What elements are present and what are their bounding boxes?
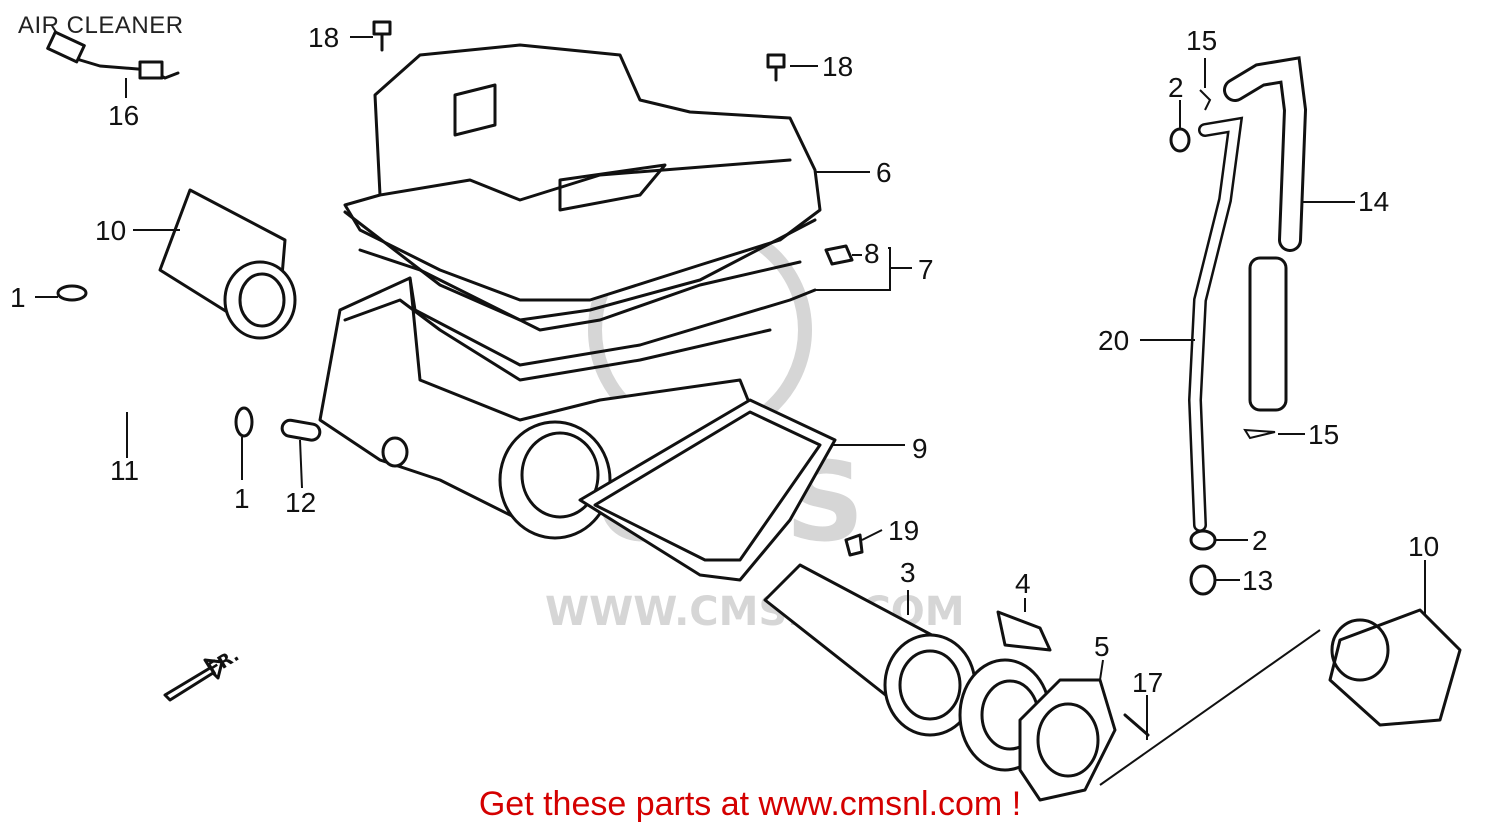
callout-10-left: 10 [95,215,126,246]
part-1-clip-bottom[interactable] [234,406,254,438]
part-2-clamp-bottom[interactable] [1189,529,1217,551]
callout-12: 12 [285,487,316,518]
diagram-title: AIR CLEANER [18,12,184,39]
part-16-sensor[interactable] [46,30,180,80]
callout-19: 19 [888,515,919,546]
callout-2-top: 2 [1168,72,1184,103]
part-10-duct-right[interactable] [1328,608,1462,727]
part-18-bolt-left[interactable] [372,20,392,52]
callout-7: 7 [918,254,934,285]
callout-6: 6 [876,157,892,188]
callout-3: 3 [900,557,916,588]
callout-15-bottom: 15 [1308,419,1339,450]
part-13-plug[interactable] [1189,564,1217,596]
callout-2-bottom: 2 [1252,525,1268,556]
callout-1-top: 1 [10,282,26,313]
callout-9: 9 [912,433,928,464]
part-15-clip-bottom[interactable] [1243,428,1276,440]
callout-15-top: 15 [1186,25,1217,56]
part-7-gasket[interactable] [358,248,802,332]
part-5-cover-plate[interactable] [1018,678,1117,802]
callout-18-left: 18 [308,22,339,53]
footer-link-text[interactable]: Get these parts at www.cmsnl.com ! [478,785,1022,823]
part-20-hose[interactable] [1187,116,1244,532]
callout-16: 16 [108,100,139,131]
callout-1-bottom: 1 [234,483,250,514]
callout-5: 5 [1094,631,1110,662]
callout-8: 8 [864,238,880,269]
part-18-bolt-right[interactable] [766,53,786,82]
callout-20: 20 [1098,325,1129,356]
part-1-clip-top[interactable] [56,284,88,302]
part-2-clamp-top[interactable] [1169,127,1191,153]
part-11-hose[interactable] [61,313,222,417]
callout-18-right: 18 [822,51,853,82]
callout-11: 11 [110,455,139,486]
part-17-bolt[interactable] [1123,713,1150,737]
part-14-tube[interactable] [1223,56,1308,412]
part-3-filter-element[interactable] [763,563,977,737]
callout-17: 17 [1132,667,1163,698]
part-19-screw[interactable] [844,533,864,557]
leader-lines [35,36,1426,786]
callout-13: 13 [1242,565,1273,596]
part-12-plug[interactable] [280,418,322,442]
part-10-duct-left[interactable] [158,188,297,340]
part-9-element-frame[interactable] [578,398,837,582]
front-direction-arrow: FR. [163,645,243,702]
part-15-clip-top[interactable] [1199,89,1212,111]
part-6-cover[interactable] [343,43,822,322]
callout-4: 4 [1015,568,1031,599]
callout-14: 14 [1358,186,1389,217]
part-8-clip[interactable] [824,244,854,266]
callouts: 18 18 16 10 1 11 1 12 6 8 7 9 19 3 4 5 1… [10,22,1439,698]
callout-10-right: 10 [1408,531,1439,562]
